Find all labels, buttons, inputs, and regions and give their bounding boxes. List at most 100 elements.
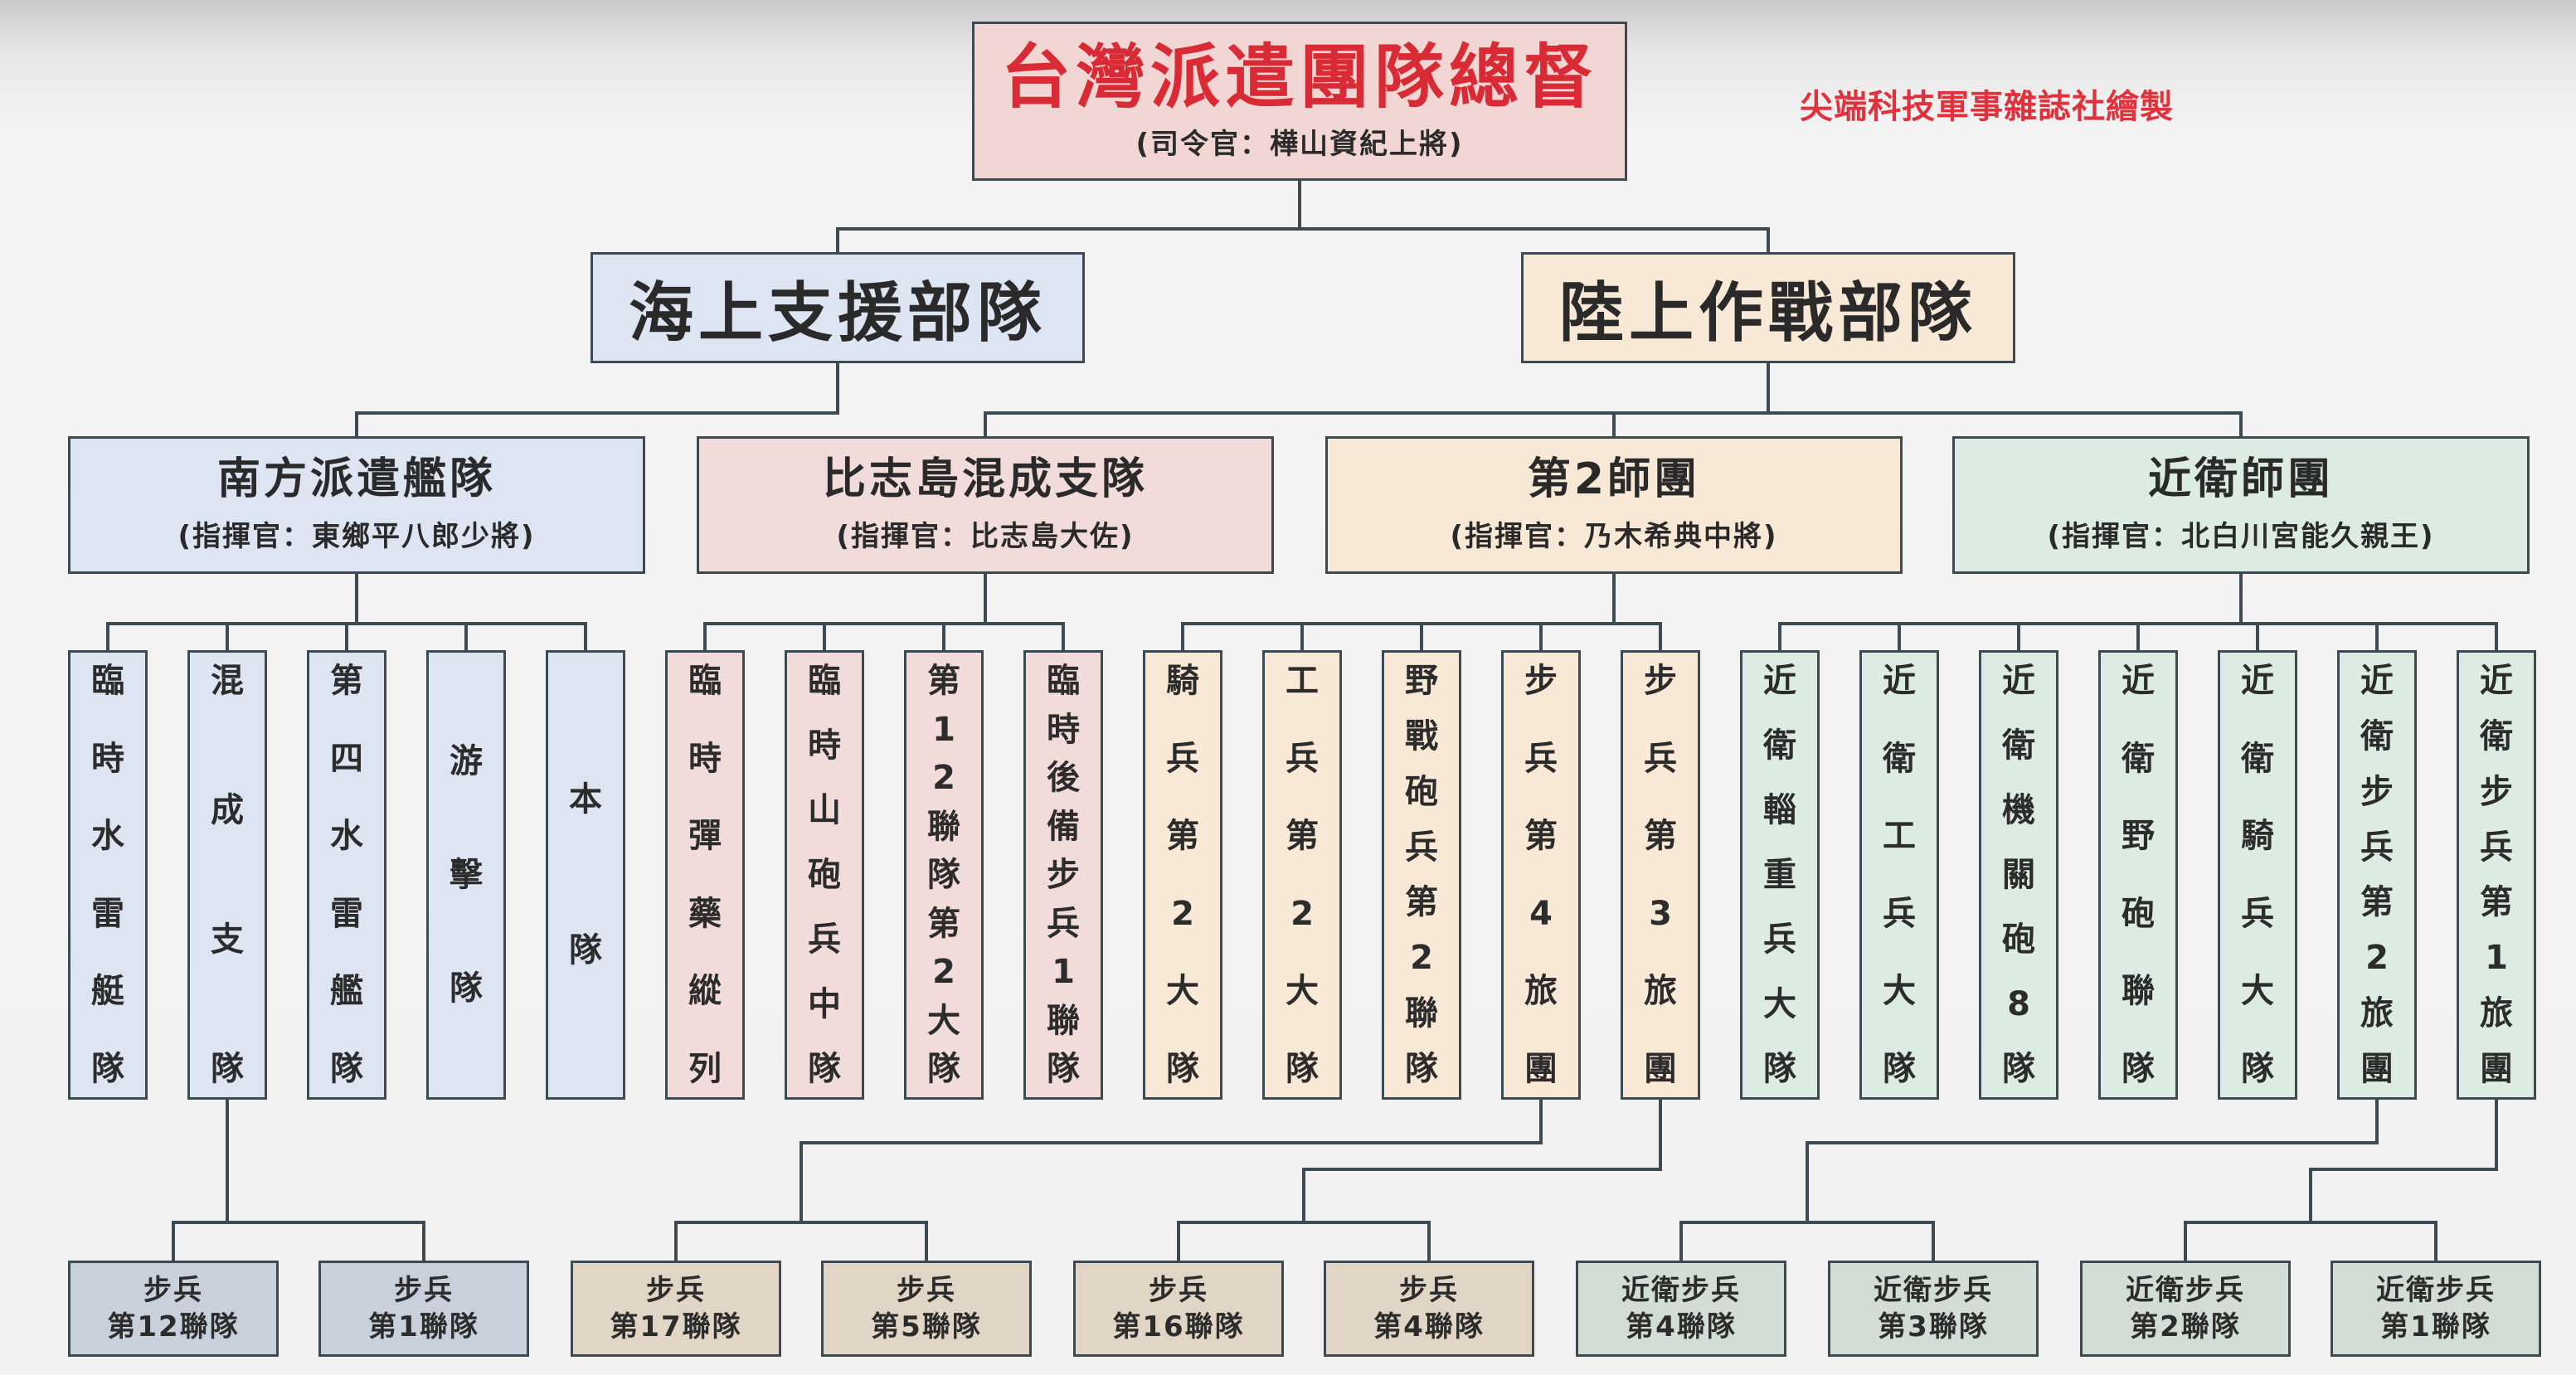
unit-label-char: 隊 bbox=[1883, 1049, 1916, 1088]
imperial-guard-division-box: 近衛師團 (指揮官：北白川宮能久親王) bbox=[1952, 436, 2530, 574]
regiment-number: 第12聯隊 bbox=[107, 1310, 240, 1343]
unit-label-char: 衛 bbox=[2480, 717, 2513, 756]
governor-title: 台灣派遣團隊總督 bbox=[1000, 36, 1598, 119]
naval-support-force-title: 海上支援部隊 bbox=[628, 276, 1047, 351]
unit-label-char: 第 bbox=[2360, 883, 2394, 922]
unit-box: 第四水雷艦隊 bbox=[307, 650, 386, 1100]
second-division-title: 第2師團 bbox=[1527, 454, 1701, 504]
unit-label-char: 機 bbox=[2002, 791, 2035, 829]
regiment-type: 近衛步兵 bbox=[1874, 1273, 1993, 1307]
unit-label-char: 2 bbox=[1410, 939, 1433, 978]
unit-label-char: 工 bbox=[1883, 817, 1916, 856]
regiment-box: 步兵第12聯隊 bbox=[68, 1261, 279, 1357]
unit-box: 臨時水雷艇隊 bbox=[68, 650, 148, 1100]
unit-label-char: 隊 bbox=[330, 1049, 363, 1088]
unit-label-char: 臨 bbox=[808, 662, 841, 700]
regiment-type: 步兵 bbox=[1149, 1273, 1208, 1307]
unit-label-char: 旅 bbox=[1524, 972, 1558, 1011]
unit-label-char: 臨 bbox=[688, 662, 722, 700]
unit-label-char: 兵 bbox=[2241, 894, 2274, 933]
unit-label-char: 隊 bbox=[927, 1050, 960, 1088]
unit-label-char: 團 bbox=[1524, 1049, 1558, 1088]
unit-label-char: 大 bbox=[1286, 972, 1319, 1011]
unit-label-char: 1 bbox=[1052, 953, 1075, 991]
regiment-type: 步兵 bbox=[1399, 1273, 1459, 1307]
unit-label-char: 隊 bbox=[91, 1049, 124, 1088]
regiment-type: 近衛步兵 bbox=[2376, 1273, 2496, 1307]
unit-box: 本隊 bbox=[546, 650, 625, 1100]
unit-label-char: 旅 bbox=[2360, 994, 2394, 1033]
unit-label-char: 第 bbox=[1524, 817, 1558, 856]
regiment-number: 第16聯隊 bbox=[1112, 1310, 1245, 1343]
unit-label-char: 彈 bbox=[688, 817, 722, 856]
unit-label-char: 2 bbox=[932, 953, 955, 991]
unit-label-char: 衛 bbox=[2360, 717, 2394, 756]
unit-label-char: 團 bbox=[1644, 1049, 1677, 1088]
unit-label-char: 第 bbox=[927, 662, 960, 700]
regiment-number: 第1聯隊 bbox=[2380, 1310, 2491, 1343]
unit-label-char: 列 bbox=[688, 1049, 722, 1088]
unit-label-char: 近 bbox=[2122, 662, 2155, 700]
unit-label-char: 雷 bbox=[330, 894, 363, 933]
unit-label-char: 兵 bbox=[1166, 739, 1199, 778]
unit-label-char: 兵 bbox=[2480, 828, 2513, 867]
regiment-box: 步兵第4聯隊 bbox=[1324, 1261, 1534, 1357]
unit-label-char: 兵 bbox=[1524, 739, 1558, 778]
regiment-number: 第2聯隊 bbox=[2130, 1310, 2241, 1343]
unit-box: 臨時彈藥縱列 bbox=[665, 650, 745, 1100]
unit-label-char: 第 bbox=[2480, 883, 2513, 922]
unit-label-char: 旅 bbox=[2480, 994, 2513, 1033]
unit-label-char: 近 bbox=[2241, 662, 2274, 700]
unit-box: 游擊隊 bbox=[426, 650, 506, 1100]
unit-label-char: 2 bbox=[2365, 939, 2389, 978]
governor-commander: (司令官：樺山資紀上將) bbox=[1135, 127, 1464, 161]
unit-label-char: 臨 bbox=[1047, 662, 1080, 700]
regiment-box: 近衛步兵第1聯隊 bbox=[2331, 1261, 2541, 1357]
unit-label-char: 大 bbox=[1883, 972, 1916, 1011]
unit-label-char: 近 bbox=[1883, 662, 1916, 700]
regiment-type: 步兵 bbox=[394, 1273, 454, 1307]
unit-label-char: 隊 bbox=[1405, 1049, 1438, 1088]
regiment-number: 第3聯隊 bbox=[1878, 1310, 1989, 1343]
unit-label-char: 重 bbox=[1763, 856, 1796, 894]
unit-label-char: 隊 bbox=[211, 1050, 244, 1088]
unit-label-char: 騎 bbox=[1166, 662, 1199, 700]
regiment-type: 步兵 bbox=[143, 1273, 203, 1307]
unit-label-char: 衛 bbox=[1763, 726, 1796, 765]
unit-label-char: 水 bbox=[330, 817, 363, 856]
unit-label-char: 兵 bbox=[1763, 921, 1796, 959]
regiment-type: 近衛步兵 bbox=[2126, 1273, 2245, 1307]
unit-label-char: 8 bbox=[2007, 985, 2030, 1023]
unit-label-char: 大 bbox=[1763, 985, 1796, 1023]
regiment-number: 第17聯隊 bbox=[610, 1310, 742, 1343]
southern-fleet-title: 南方派遣艦隊 bbox=[216, 454, 496, 504]
unit-label-char: 四 bbox=[330, 739, 363, 778]
unit-label-char: 聯 bbox=[1047, 1001, 1080, 1040]
unit-label-char: 第 bbox=[927, 904, 960, 943]
unit-box: 近衛輜重兵大隊 bbox=[1740, 650, 1820, 1100]
unit-label-char: 聯 bbox=[1405, 994, 1438, 1033]
unit-label-char: 騎 bbox=[2241, 817, 2274, 856]
imperial-guard-division-commander: (指揮官：北白川宮能久親王) bbox=[2047, 520, 2435, 554]
land-combat-force-box: 陸上作戰部隊 bbox=[1521, 252, 2015, 363]
unit-label-char: 4 bbox=[1529, 894, 1553, 933]
regiment-box: 步兵第16聯隊 bbox=[1073, 1261, 1284, 1357]
regiment-number: 第4聯隊 bbox=[1626, 1310, 1737, 1343]
unit-label-char: 隊 bbox=[808, 1050, 841, 1088]
unit-label-char: 艦 bbox=[330, 972, 363, 1011]
unit-label-char: 隊 bbox=[2002, 1050, 2035, 1088]
unit-label-char: 臨 bbox=[91, 662, 124, 700]
unit-label-char: 衛 bbox=[2122, 739, 2155, 778]
unit-label-char: 山 bbox=[808, 791, 841, 829]
unit-label-char: 聯 bbox=[2122, 972, 2155, 1011]
hishijima-detachment-commander: (指揮官：比志島大佐) bbox=[836, 520, 1135, 554]
